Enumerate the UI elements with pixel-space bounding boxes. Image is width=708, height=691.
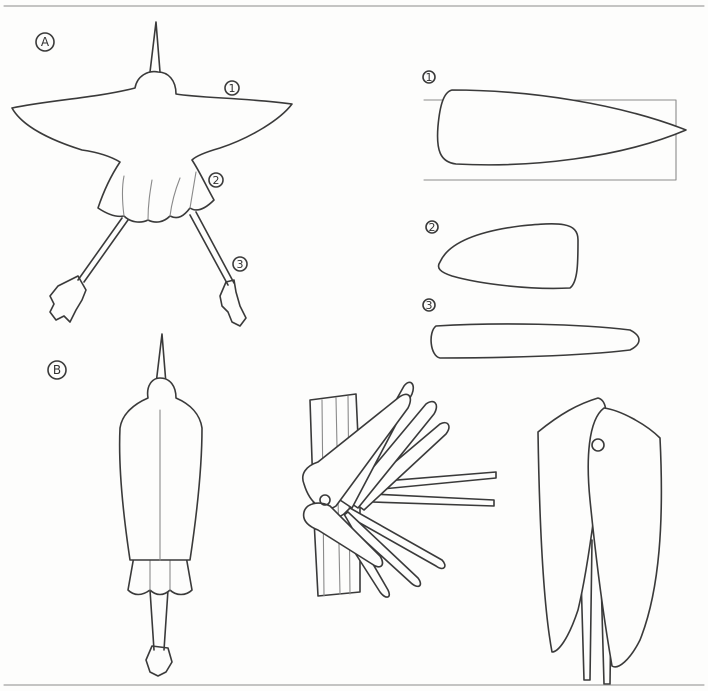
pattern-piece-3-shape [431, 324, 639, 358]
figure-a-left-foot [50, 276, 86, 322]
figure-a-part-label-1: 1 [225, 81, 239, 95]
figure-b-bird-folded: B [48, 334, 202, 676]
figure-a-label: A [36, 33, 54, 51]
svg-text:1: 1 [426, 71, 433, 84]
figure-a-left-leg [78, 218, 128, 282]
figure-a-part-label-2: 2 [209, 173, 223, 187]
svg-text:3: 3 [426, 299, 433, 312]
svg-text:2: 2 [213, 174, 220, 187]
figure-a-right-foot [220, 280, 246, 326]
pattern-piece-3: 3 [423, 299, 639, 358]
figure-b-letter: B [53, 363, 61, 377]
figure-b-foot [146, 646, 172, 676]
pattern-piece-1: 1 [423, 71, 686, 180]
figure-a-right-leg [190, 212, 234, 285]
figure-b-tail [128, 556, 192, 595]
pattern-piece-1-shape [438, 90, 686, 165]
fanned-feather-assembly [303, 382, 496, 597]
folded-wings-assembly [538, 398, 661, 684]
figure-a-part-label-3: 3 [233, 257, 247, 271]
folded-wing-front [588, 408, 661, 667]
figure-b-beak [156, 334, 166, 384]
figure-b-label: B [48, 361, 66, 379]
figure-b-legs [150, 590, 168, 650]
pattern-piece-2-shape [439, 224, 579, 289]
svg-text:2: 2 [429, 221, 436, 234]
fan-tail-stick-2 [372, 494, 494, 506]
figure-a-letter: A [41, 35, 50, 49]
pattern-piece-2: 2 [426, 221, 578, 288]
figure-a-bird-spread: A 1 2 3 [12, 22, 292, 326]
svg-text:3: 3 [237, 258, 244, 271]
figure-a-beak [150, 22, 160, 72]
figure-b-body [120, 378, 202, 560]
svg-text:1: 1 [229, 82, 236, 95]
figure-a-body-wings [12, 72, 292, 222]
